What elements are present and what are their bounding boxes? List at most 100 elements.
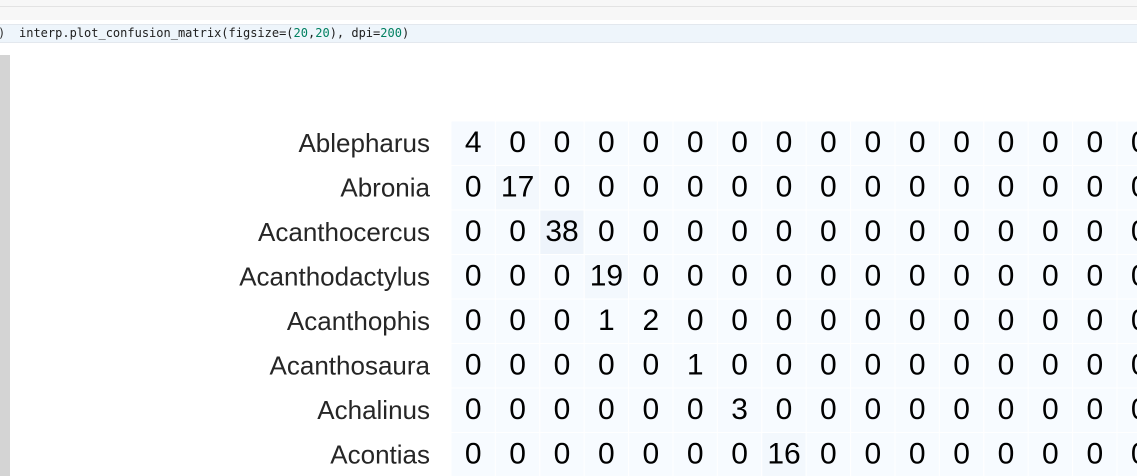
cell-value-label: 0 xyxy=(1086,170,1103,203)
output-collapse-bar[interactable] xyxy=(0,55,10,476)
heatmap-cell xyxy=(805,165,852,211)
cell-value-label: 0 xyxy=(909,126,926,159)
cell-value-label: 0 xyxy=(776,170,793,203)
cell-value-label: 0 xyxy=(465,348,482,381)
cell-value-label: 0 xyxy=(909,348,926,381)
divider xyxy=(0,6,1137,7)
heatmap-cell xyxy=(583,254,630,300)
cell-value-label: 0 xyxy=(731,437,748,470)
y-tick-label: Achalinus xyxy=(317,395,430,425)
cell-value-label: 0 xyxy=(509,215,526,248)
cell-value-label: 0 xyxy=(687,170,704,203)
cell-value-label: 0 xyxy=(687,304,704,337)
cell-value-label: 0 xyxy=(687,393,704,426)
cell-value-label: 0 xyxy=(1042,259,1059,292)
heatmap-cell xyxy=(805,387,852,433)
code-number: 200 xyxy=(380,26,402,40)
cell-value-label: 0 xyxy=(998,304,1015,337)
cell-value-label: 0 xyxy=(998,170,1015,203)
cell-value-label: 0 xyxy=(554,437,571,470)
heatmap-cell xyxy=(1027,387,1074,433)
cell-value-label: 0 xyxy=(731,348,748,381)
y-tick-label: Abronia xyxy=(340,173,430,203)
cell-value-label: 0 xyxy=(598,437,615,470)
heatmap-cell xyxy=(894,165,940,211)
heatmap-cell xyxy=(1072,209,1118,255)
cell-value-label: 0 xyxy=(465,170,482,203)
cell-value-label: 0 xyxy=(1131,259,1137,292)
heatmap-cell xyxy=(938,387,985,433)
y-tick-label: Ablepharus xyxy=(298,128,430,158)
heatmap-cell xyxy=(850,120,896,166)
heatmap-cell xyxy=(850,432,896,476)
cell-value-label: 0 xyxy=(598,393,615,426)
heatmap-cell xyxy=(494,254,541,300)
cell-value-label: 0 xyxy=(642,215,659,248)
cell-value-label: 0 xyxy=(998,348,1015,381)
cell-value-label: 0 xyxy=(687,259,704,292)
code-cell[interactable]: ) interp.plot_confusion_matrix(figsize=(… xyxy=(0,24,1137,43)
cell-value-label: 0 xyxy=(1042,215,1059,248)
heatmap-cell xyxy=(983,432,1029,476)
cell-value-label: 17 xyxy=(501,170,534,203)
heatmap-cell xyxy=(628,254,674,300)
heatmap-cell xyxy=(805,120,852,166)
cell-value-label: 0 xyxy=(465,304,482,337)
cell-value-label: 0 xyxy=(998,437,1015,470)
heatmap-cell xyxy=(894,120,940,166)
cell-value-label: 0 xyxy=(909,215,926,248)
heatmap-cell xyxy=(761,298,807,344)
heatmap-cell xyxy=(539,165,585,211)
cell-value-label: 0 xyxy=(953,437,970,470)
cell-value-label: 0 xyxy=(1086,348,1103,381)
cell-value-label: 0 xyxy=(909,393,926,426)
heatmap-cell xyxy=(583,298,630,344)
cell-value-label: 0 xyxy=(953,393,970,426)
cell-value-label: 16 xyxy=(767,437,800,470)
heatmap-cell xyxy=(1072,298,1118,344)
heatmap-cell xyxy=(1116,165,1137,211)
cell-value-label: 0 xyxy=(642,170,659,203)
cell-value-label: 0 xyxy=(776,348,793,381)
heatmap-cell xyxy=(450,387,496,433)
cell-value-label: 0 xyxy=(864,126,881,159)
cell-value-label: 0 xyxy=(909,304,926,337)
confusion-matrix-plot: 4000000000000000017000000000000000038000… xyxy=(239,120,1137,476)
cell-value-label: 0 xyxy=(953,348,970,381)
cell-value-label: 2 xyxy=(642,304,659,337)
cell-value-label: 0 xyxy=(1086,126,1103,159)
cell-value-label: 0 xyxy=(776,393,793,426)
heatmap-cell xyxy=(494,165,541,211)
heatmap-cell xyxy=(1116,209,1137,255)
cell-value-label: 0 xyxy=(509,437,526,470)
heatmap-cell xyxy=(1116,120,1137,166)
cell-value-label: 0 xyxy=(864,437,881,470)
heatmap-cell xyxy=(1072,254,1118,300)
heatmap-cell xyxy=(1027,298,1074,344)
y-tick-label: Acanthocercus xyxy=(258,217,430,247)
cell-value-label: 0 xyxy=(731,304,748,337)
cell-value-label: 0 xyxy=(1131,304,1137,337)
heatmap-cell xyxy=(716,165,763,211)
heatmap-cell xyxy=(983,254,1029,300)
cell-value-label: 0 xyxy=(909,259,926,292)
heatmap-cell xyxy=(1116,343,1137,389)
cell-value-label: 0 xyxy=(642,393,659,426)
cell-value-label: 0 xyxy=(1131,215,1137,248)
heatmap-cell xyxy=(1072,387,1118,433)
cell-value-label: 0 xyxy=(554,259,571,292)
code-line[interactable]: interp.plot_confusion_matrix(figsize=(20… xyxy=(19,26,409,40)
cell-value-label: 0 xyxy=(1042,393,1059,426)
cell-value-label: 0 xyxy=(820,259,837,292)
heatmap-cell xyxy=(1116,387,1137,433)
heatmap-cell xyxy=(761,254,807,300)
cell-value-label: 0 xyxy=(1086,304,1103,337)
heatmap-cell xyxy=(983,298,1029,344)
cell-value-label: 3 xyxy=(731,393,748,426)
heatmap-cell xyxy=(716,298,763,344)
cell-value-label: 0 xyxy=(554,304,571,337)
cell-value-label: 0 xyxy=(1086,215,1103,248)
cell-value-label: 0 xyxy=(864,393,881,426)
cell-value-label: 0 xyxy=(509,348,526,381)
heatmap-cell xyxy=(672,165,718,211)
